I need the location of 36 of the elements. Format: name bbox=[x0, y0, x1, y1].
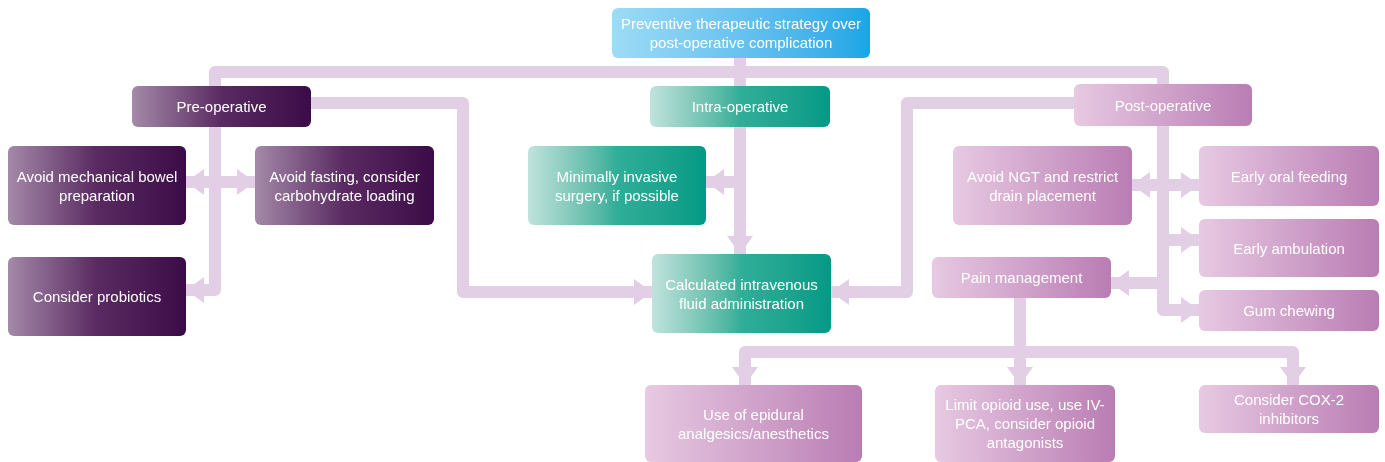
connector-arrow bbox=[311, 97, 652, 305]
strategy-box bbox=[612, 8, 870, 58]
measure-box bbox=[652, 254, 831, 333]
measure-box bbox=[645, 385, 862, 462]
box-label: Preventive therapeutic strategy over post-operative complication bbox=[620, 14, 862, 52]
box-label: Pre-operative bbox=[176, 97, 267, 116]
box-label: Avoid NGT and restrict drain placement bbox=[965, 166, 1120, 205]
box-label: Avoid fasting, consider carbohydrate loading bbox=[268, 166, 421, 205]
measure-box bbox=[1199, 146, 1379, 206]
box-label: Post-operative bbox=[1114, 95, 1212, 115]
measure-box bbox=[1199, 219, 1379, 277]
measure-box bbox=[528, 146, 706, 225]
box-label: Avoid mechanical bowel preparation bbox=[16, 166, 178, 205]
box-label: Gum chewing bbox=[1243, 301, 1335, 320]
measure-box bbox=[935, 385, 1115, 462]
box-label: Limit opioid use, use IV-PCA, consider opioid antagonists bbox=[944, 395, 1106, 452]
measure-box bbox=[255, 146, 434, 225]
box-label: Consider COX-2 inhibitors bbox=[1232, 390, 1345, 428]
box-label: Early oral feeding bbox=[1230, 166, 1348, 186]
measure-box bbox=[1199, 385, 1379, 433]
box-label: Consider probiotics bbox=[32, 287, 162, 306]
measure-box bbox=[1199, 290, 1379, 331]
measure-box bbox=[953, 146, 1132, 225]
phase-box bbox=[1074, 84, 1252, 126]
box-label: Pain management bbox=[960, 268, 1083, 287]
box-label: Intra-operative bbox=[691, 97, 789, 116]
phase-box bbox=[650, 86, 830, 127]
measure-box bbox=[932, 257, 1111, 298]
box-label: Calculated intravenous fluid administration bbox=[664, 274, 819, 313]
box-label: Use of epidural analgesics/anesthetics bbox=[677, 404, 830, 443]
box-label: Minimally invasive surgery, if possible bbox=[554, 166, 680, 205]
phase-box bbox=[132, 86, 311, 127]
measure-box bbox=[8, 257, 186, 336]
connector-arrow bbox=[831, 97, 1074, 305]
box-label: Early ambulation bbox=[1233, 238, 1345, 258]
measure-box bbox=[8, 146, 186, 225]
